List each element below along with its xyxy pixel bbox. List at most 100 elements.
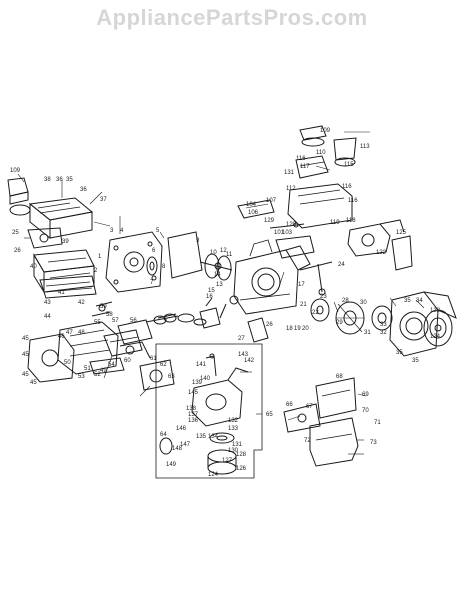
callout-19: 19 bbox=[294, 326, 301, 332]
callout-135: 137 bbox=[188, 412, 199, 418]
callout-137: 139 bbox=[192, 380, 203, 386]
head-gasket bbox=[27, 333, 75, 383]
callout-39: 39 bbox=[62, 239, 69, 245]
ignition-coil bbox=[199, 297, 221, 329]
fuel-line bbox=[269, 222, 305, 229]
callout-49: 49 bbox=[100, 368, 107, 374]
callout-127: 129 bbox=[264, 218, 275, 224]
callout-1: 1 bbox=[98, 254, 102, 260]
control-cover bbox=[309, 417, 359, 467]
callout-123: 125 bbox=[396, 230, 407, 236]
fuel-tank bbox=[287, 183, 353, 229]
callout-14: 14 bbox=[214, 272, 221, 278]
callout-60: 60 bbox=[124, 358, 131, 364]
carburetor-body bbox=[191, 367, 249, 427]
control-panel-bracket bbox=[89, 357, 125, 375]
callout-33: 33 bbox=[380, 322, 387, 328]
callout-66: 66 bbox=[286, 402, 293, 408]
callout-101: 103 bbox=[282, 230, 293, 236]
callout-136: 138 bbox=[186, 406, 197, 412]
exhaust-pipe bbox=[119, 341, 151, 359]
callout-140: 142 bbox=[244, 358, 255, 364]
callout-56: 56 bbox=[130, 318, 137, 324]
callout-143: 145 bbox=[188, 390, 199, 396]
callout-36a: 36 bbox=[56, 177, 63, 183]
callout-43: 43 bbox=[44, 300, 51, 306]
callout-17: 17 bbox=[298, 282, 305, 288]
callout-119: 109 bbox=[10, 168, 21, 174]
callout-67: 67 bbox=[306, 404, 313, 410]
callout-145: 147 bbox=[180, 442, 191, 448]
rocker-cover bbox=[103, 329, 143, 357]
callout-114b: 116 bbox=[342, 184, 352, 190]
callout-139: 141 bbox=[196, 362, 207, 368]
control-bracket bbox=[275, 235, 315, 259]
muffler-body bbox=[33, 249, 95, 294]
callout-15: 15 bbox=[208, 288, 215, 294]
callout-53: 53 bbox=[78, 374, 85, 380]
callout-45d: 45 bbox=[30, 380, 37, 386]
callout-114a: 116 bbox=[296, 156, 306, 162]
air-filter-cover bbox=[28, 197, 94, 240]
camshaft bbox=[145, 313, 179, 325]
fuel-tank-bracket bbox=[295, 155, 329, 179]
watermark-text: AppliancePartsPros.com bbox=[96, 5, 368, 30]
air-cleaner-base bbox=[27, 227, 63, 249]
oil-seal bbox=[146, 256, 158, 276]
callout-37: 37 bbox=[100, 197, 107, 203]
crankcase-cover bbox=[105, 231, 163, 293]
callout-118: 120 bbox=[286, 222, 297, 228]
callout-103: 104 bbox=[246, 202, 257, 208]
callout-20: 20 bbox=[302, 326, 309, 332]
engine-block bbox=[233, 239, 311, 315]
connecting-rod bbox=[247, 317, 269, 343]
callout-69: 69 bbox=[362, 392, 369, 398]
starter-pulley bbox=[371, 305, 393, 331]
rear-bracket bbox=[391, 235, 413, 271]
callout-3: 3 bbox=[110, 228, 114, 234]
callout-116: 118 bbox=[346, 218, 356, 224]
callout-29: 29 bbox=[336, 320, 343, 326]
callout-48: 48 bbox=[78, 330, 85, 336]
blower-housing bbox=[389, 291, 457, 357]
callout-10: 10 bbox=[210, 250, 217, 256]
callout-129b: 131 bbox=[232, 442, 243, 448]
callout-144: 146 bbox=[176, 426, 187, 432]
callout-146: 148 bbox=[172, 446, 183, 452]
crankshaft bbox=[199, 253, 233, 281]
callout-62: 62 bbox=[160, 362, 167, 368]
callout-7: 7 bbox=[150, 280, 154, 286]
callout-41: 41 bbox=[58, 290, 65, 296]
callout-120: 122 bbox=[376, 250, 387, 256]
fuel-cap bbox=[299, 125, 327, 147]
choke-parts bbox=[205, 353, 217, 377]
callout-45b: 45 bbox=[22, 352, 29, 358]
callout-50: 50 bbox=[64, 360, 71, 366]
callout-72: 72 bbox=[304, 438, 311, 444]
callout-108: 110 bbox=[316, 150, 326, 156]
callout-114c: 116 bbox=[348, 198, 358, 204]
throttle-control bbox=[347, 219, 405, 257]
air-filter-element bbox=[7, 177, 29, 205]
float bbox=[209, 432, 235, 444]
heat-shield bbox=[39, 275, 97, 299]
callout-63: 63 bbox=[168, 374, 175, 380]
callout-4: 4 bbox=[120, 228, 124, 234]
callout-47: 47 bbox=[66, 330, 73, 336]
callout-18: 18 bbox=[286, 326, 293, 332]
callout-11: 11 bbox=[226, 252, 233, 258]
callout-35d: 35 bbox=[412, 358, 419, 364]
callout-104: 106 bbox=[248, 210, 259, 216]
callout-133: 135 bbox=[196, 434, 207, 440]
callout-5: 5 bbox=[156, 228, 160, 234]
callout-6: 6 bbox=[152, 248, 156, 254]
callout-122: 124 bbox=[430, 334, 441, 340]
callout-70: 70 bbox=[362, 408, 369, 414]
callout-54: 54 bbox=[108, 362, 115, 368]
callout-115: 117 bbox=[300, 164, 310, 170]
callout-26b: 26 bbox=[266, 322, 273, 328]
recoil-starter bbox=[423, 309, 453, 347]
callout-128: 130 bbox=[228, 448, 239, 454]
callout-130: 132 bbox=[228, 418, 239, 424]
